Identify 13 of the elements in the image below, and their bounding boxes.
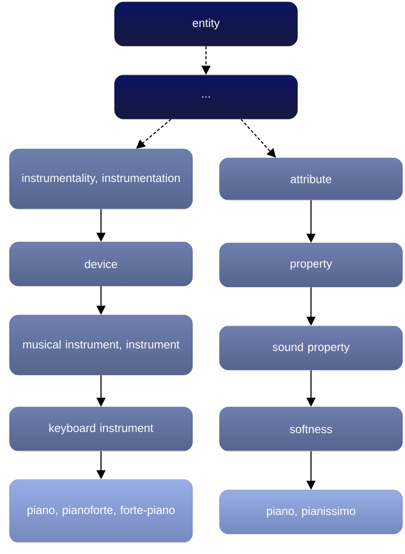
category-box: piano, pianissimo <box>219 490 403 534</box>
category-box: piano, pianoforte, forte-piano <box>9 479 193 543</box>
category-box: musical instrument, instrument <box>9 314 193 376</box>
category-box: softness <box>219 406 403 452</box>
category-box: instrumentality, instrumentation <box>9 148 193 210</box>
category-box: sound property <box>219 326 403 370</box>
category-box: ... <box>114 74 298 120</box>
category-box: attribute <box>219 158 403 200</box>
category-box: property <box>219 242 403 288</box>
category-box: entity <box>114 2 298 46</box>
arrow <box>136 118 172 149</box>
category-box: device <box>9 242 193 286</box>
category-box: keyboard instrument <box>9 406 193 452</box>
